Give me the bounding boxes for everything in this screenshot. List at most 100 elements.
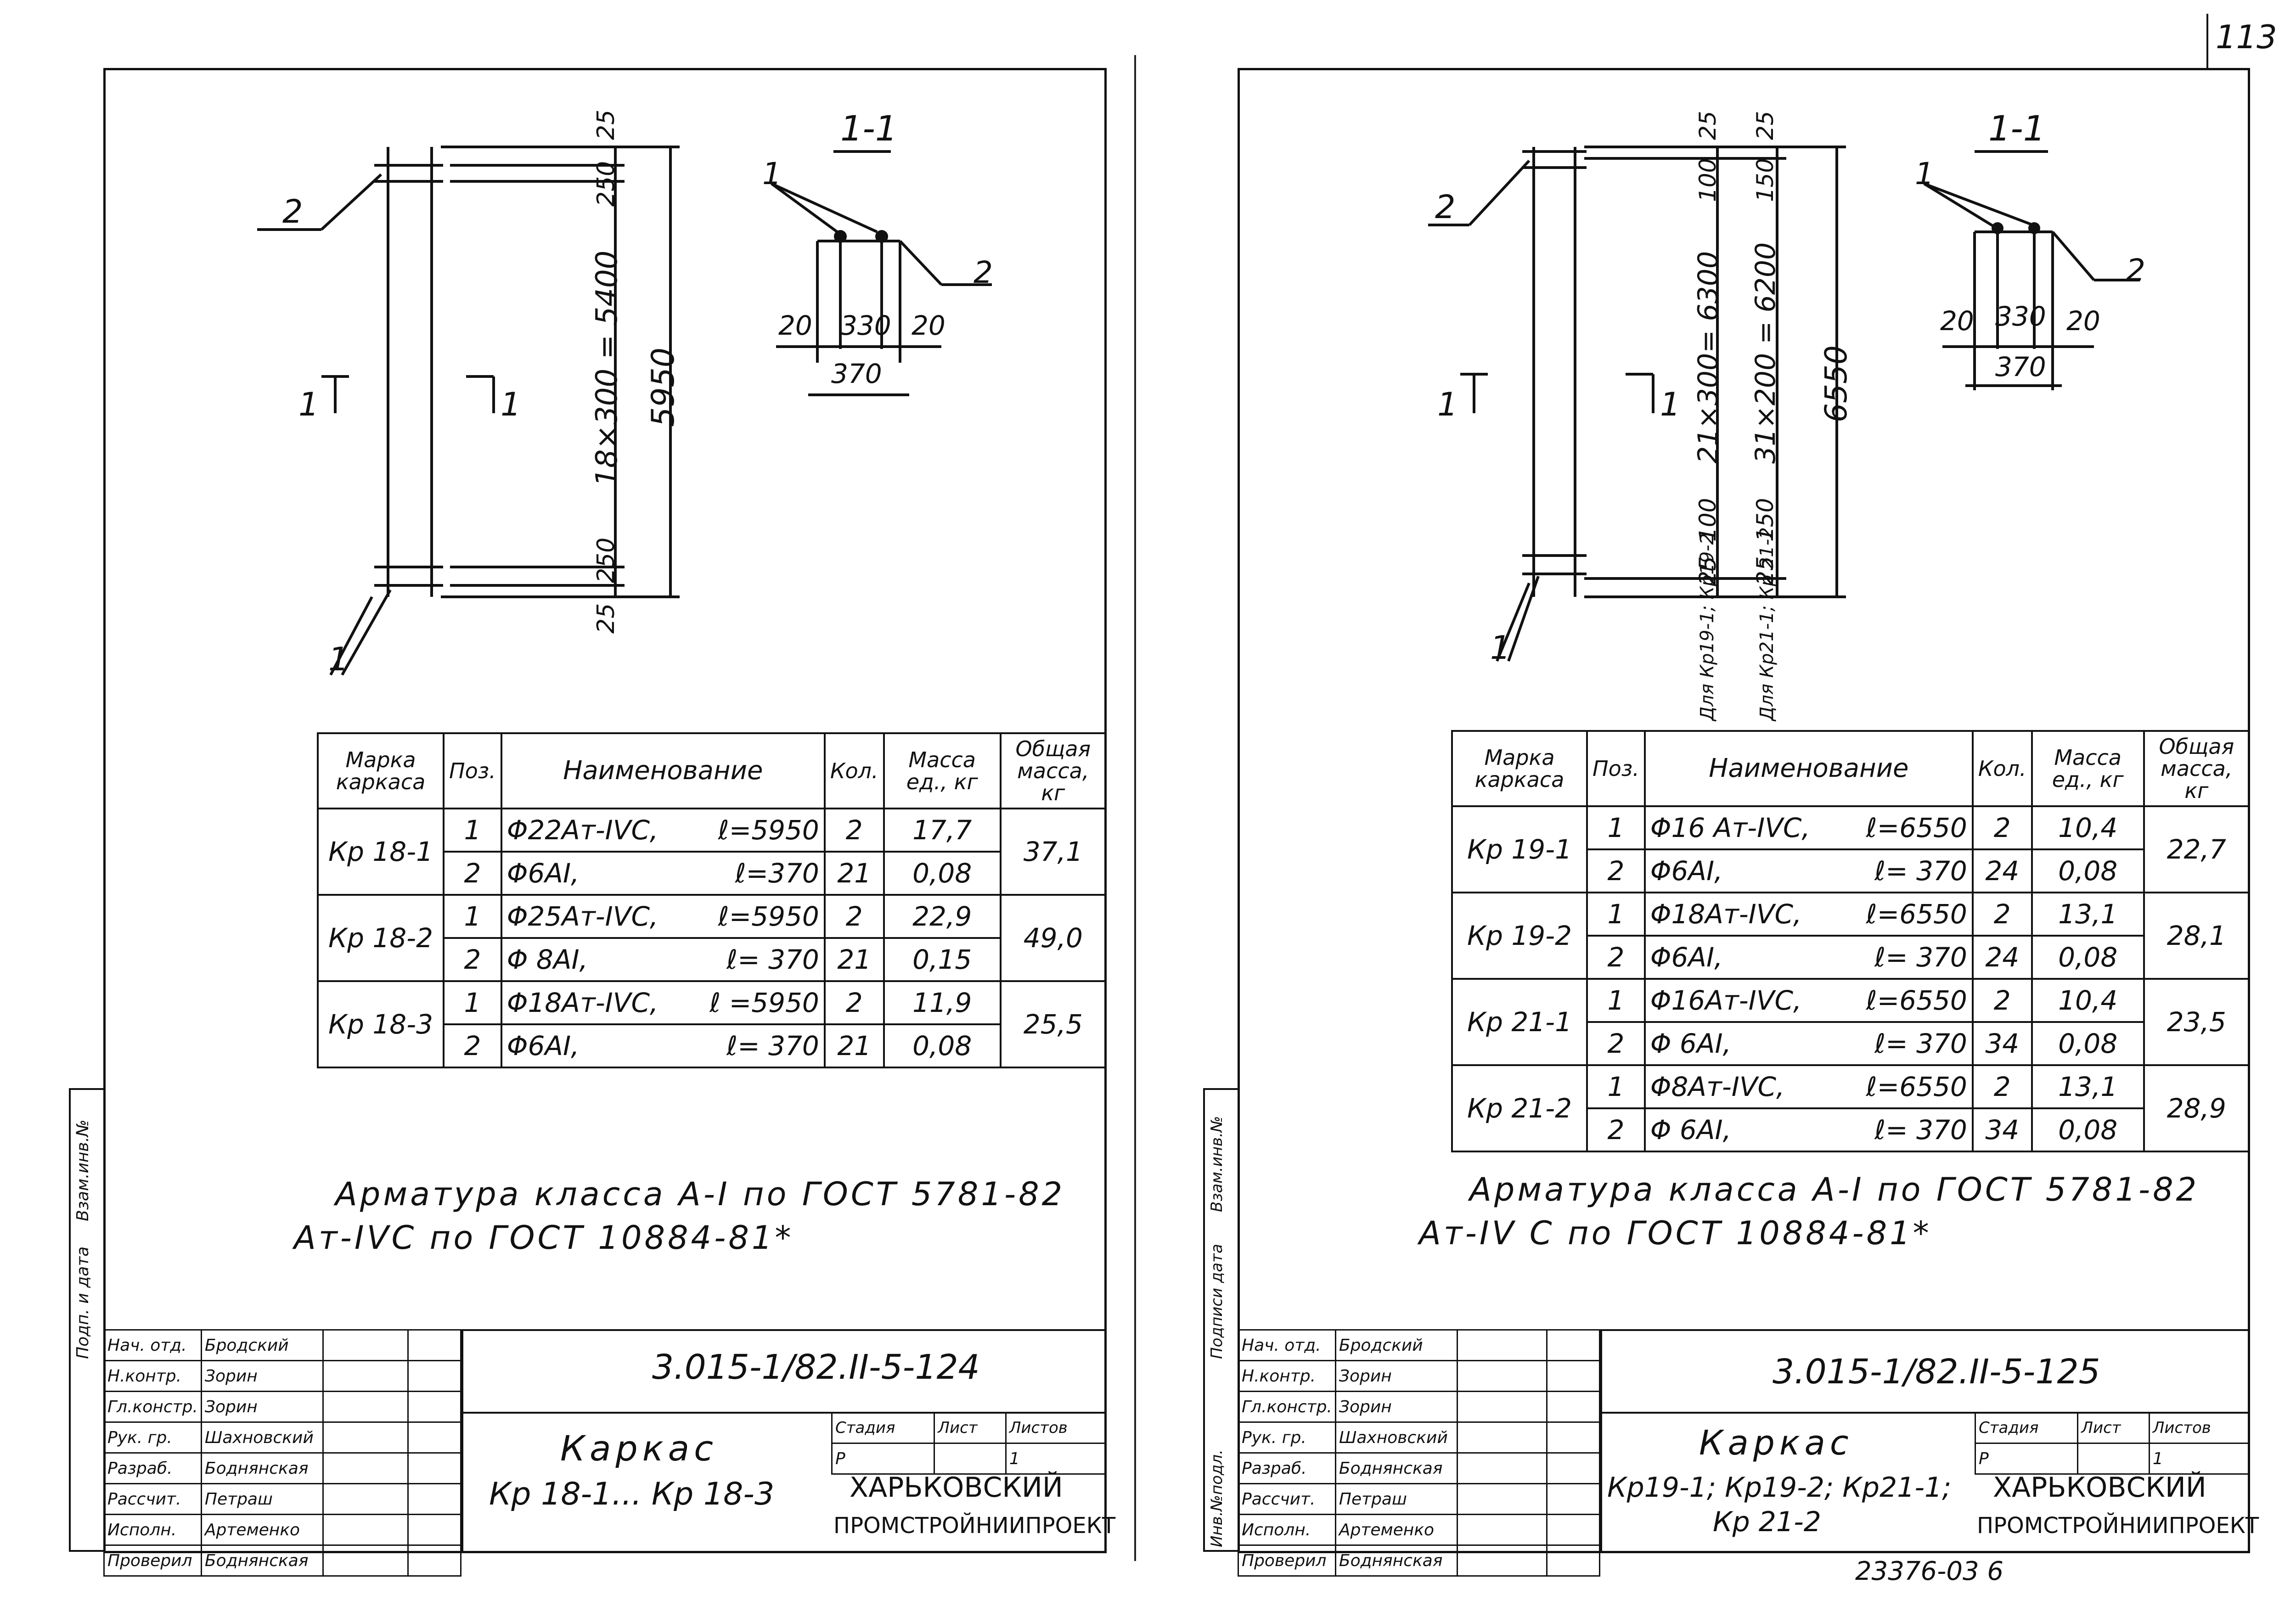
- name-cell: Боднянская: [200, 1544, 324, 1577]
- section-mark-left: 1: [298, 386, 319, 423]
- dim-note-kr21: Для Кр21-1; Кр 21-2: [1756, 527, 1778, 721]
- callout-2: 2: [282, 193, 303, 230]
- table-row: Кр 19-2 1 Φ18Aт-IVC,ℓ=6550 2 13,1 28,1: [1451, 892, 2251, 980]
- section-dim-mid: 330: [840, 310, 891, 341]
- role-cell: Исполн.: [1238, 1514, 1336, 1546]
- table-header-row: Марка каркаса Поз. Наименование Кол. Мас…: [317, 732, 1107, 809]
- signature-cell: [322, 1391, 409, 1423]
- signature-cell: [1456, 1483, 1548, 1515]
- header-unit-mass: Масса ед., кг: [2031, 730, 2145, 807]
- name-cell: Φ25Aт-IVC,ℓ=5950: [500, 894, 826, 939]
- dim-bottom: 25: [592, 603, 620, 634]
- date-cell: [407, 1452, 461, 1484]
- date-cell: [407, 1421, 461, 1454]
- name-cell: Φ18Aт-IVC,ℓ=6550: [1643, 892, 1974, 937]
- signature-cell: [1456, 1452, 1548, 1484]
- name-cell: Артеменко: [1334, 1514, 1458, 1546]
- table-row: Кр 18-2 1 Φ25Aт-IVC,ℓ=5950 2 22,9 49,0: [317, 894, 1107, 982]
- note-line-1: Арматура класса А-I по ГОСТ 5781-82: [335, 1175, 1065, 1213]
- qty-cell: 24: [1971, 848, 2033, 893]
- stamp-row: Разраб.Боднянская: [103, 1452, 461, 1484]
- bar-length: ℓ=5950: [718, 901, 819, 932]
- archive-code: 23376-03 6: [1855, 1556, 2004, 1586]
- pos-cell: 2: [1586, 1021, 1646, 1066]
- total-mass-cell: 25,5: [999, 980, 1107, 1068]
- sheets-value: 1: [1005, 1443, 1107, 1475]
- total-mass-cell: 28,1: [2143, 892, 2251, 980]
- table-row: 2 Φ 8AI,ℓ= 370 21 0,15: [318, 937, 1106, 982]
- dim-a-mid: 21×300= 6300: [1692, 251, 1724, 464]
- signature-cell: [322, 1452, 409, 1484]
- bar-name: Φ18Aт-IVC,: [506, 987, 658, 1018]
- side-strip: [69, 1088, 103, 1552]
- callout-1: 1: [1490, 629, 1511, 667]
- mass-cell: 0,08: [883, 1023, 1002, 1068]
- date-cell: [1546, 1421, 1600, 1454]
- sheet-label: Лист: [934, 1412, 1007, 1444]
- sheet-value: [2077, 1443, 2150, 1475]
- date-cell: [407, 1329, 461, 1361]
- callout-2: 2: [1435, 188, 1456, 226]
- header-pos: Поз.: [1586, 730, 1646, 807]
- table-row: 2 Φ6AI,ℓ= 370 21 0,08: [318, 1023, 1106, 1068]
- mass-cell: 11,9: [883, 980, 1002, 1025]
- dim-lower: 250: [592, 537, 620, 583]
- pos-cell: 1: [443, 808, 502, 853]
- table-row: 2 Φ6AI,ℓ=370 21 0,08: [318, 851, 1106, 896]
- name-cell: Шахновский: [1334, 1421, 1458, 1454]
- mass-cell: 10,4: [2031, 978, 2145, 1023]
- name-cell: Φ6AI,ℓ= 370: [1643, 848, 1974, 893]
- date-cell: [1546, 1452, 1600, 1484]
- section-mark-right: 1: [501, 386, 521, 423]
- role-cell: Рассчит.: [1238, 1483, 1336, 1515]
- name-cell: Артеменко: [200, 1514, 324, 1546]
- section-mark-left: 1: [1437, 386, 1458, 423]
- organization-name-2: ПРОМСТРОЙНИИПРОЕКТ: [833, 1513, 1116, 1539]
- side-strip: [1203, 1088, 1238, 1552]
- section-title: 1-1: [1988, 108, 2046, 149]
- stamp-row: Гл.констр.Зорин: [1238, 1391, 1600, 1423]
- stage-label: Стадия: [831, 1412, 935, 1444]
- dim-a-upper: 100: [1694, 158, 1721, 202]
- stamp-row: Рук. гр.Шахновский: [103, 1421, 461, 1454]
- header-unit-mass: Масса ед., кг: [883, 732, 1002, 809]
- name-cell: Φ16 Aт-IVC,ℓ=6550: [1643, 805, 1974, 850]
- dim-a-top: 25: [1694, 111, 1721, 140]
- date-cell: [407, 1483, 461, 1515]
- role-cell: Гл.констр.: [1238, 1391, 1336, 1423]
- role-cell: Нач. отд.: [1238, 1329, 1336, 1361]
- qty-cell: 34: [1971, 1107, 2033, 1152]
- bar-name: Φ 6AI,: [1650, 1028, 1732, 1059]
- dim-total: 5950: [645, 347, 681, 427]
- bar-length: ℓ=6550: [1866, 985, 1967, 1016]
- signature-cell: [1456, 1514, 1548, 1546]
- page-number-box: [2206, 14, 2208, 69]
- qty-cell: 2: [823, 980, 885, 1025]
- spec-table: Марка каркаса Поз. Наименование Кол. Мас…: [317, 732, 1107, 1068]
- name-cell: Φ6AI,ℓ=370: [500, 851, 826, 896]
- name-cell: Бродский: [1334, 1329, 1458, 1361]
- stamp-row: Исполн.Артеменко: [1238, 1514, 1600, 1546]
- bar-name: Φ6AI,: [1650, 942, 1723, 973]
- qty-cell: 21: [823, 937, 885, 982]
- dim-middle: 18×300 = 5400: [590, 250, 624, 487]
- date-cell: [1546, 1360, 1600, 1392]
- pos-cell: 1: [443, 980, 502, 1025]
- table-row: Кр 18-3 1 Φ18Aт-IVC,ℓ =5950 2 11,9 25,5: [317, 980, 1107, 1068]
- dim-b-upper: 150: [1752, 158, 1778, 202]
- stamp-row: Гл.констр.Зорин: [103, 1391, 461, 1423]
- signature-cell: [1456, 1391, 1548, 1423]
- section-dim-mid: 330: [1995, 301, 2046, 332]
- qty-cell: 21: [823, 851, 885, 896]
- mass-cell: 0,08: [2031, 1021, 2145, 1066]
- table-row: 2 Φ 6AI,ℓ= 370 34 0,08: [1452, 1021, 2249, 1066]
- bar-name: Φ18Aт-IVC,: [1650, 898, 1802, 930]
- title-block-frame: [1600, 1329, 2250, 1553]
- role-cell: Исполн.: [103, 1514, 202, 1546]
- date-cell: [407, 1360, 461, 1392]
- mass-cell: 0,08: [2031, 935, 2145, 980]
- qty-cell: 2: [1971, 892, 2033, 937]
- stage-value: Р: [831, 1443, 935, 1475]
